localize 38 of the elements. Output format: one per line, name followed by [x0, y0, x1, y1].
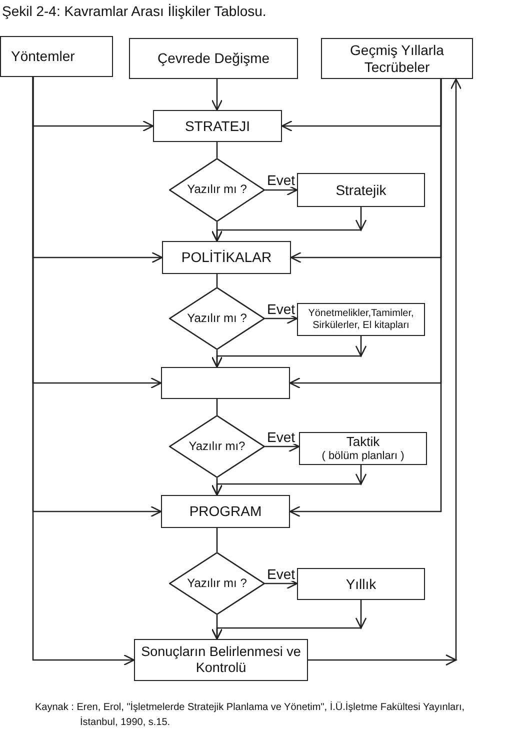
- process-box: [161, 367, 290, 399]
- edge-label: Evet: [266, 173, 296, 187]
- decision-diamond: [169, 287, 265, 350]
- process-box: [0, 36, 113, 77]
- process-box: [129, 38, 298, 79]
- edge-label: Evet: [266, 430, 296, 444]
- node-label: Yazılır mı?: [188, 440, 246, 454]
- process-box: [321, 38, 473, 79]
- process-box: [297, 568, 425, 600]
- node-label: Geçmiş Yıllarla Tecrübeler: [349, 42, 445, 75]
- decision-diamond: [169, 552, 265, 615]
- process-box: [299, 432, 427, 465]
- decision-diamond: [169, 415, 265, 478]
- node-label: Yıllık: [346, 576, 376, 592]
- node-label: Stratejik: [336, 182, 386, 198]
- source-caption: Kaynak : Eren, Erol, "İşletmelerde Stratejik Planlama ve Yönetim", İ.Ü.İşletme Fakültesi Yayınları, İstanbul, 1990, s.15.: [35, 700, 466, 730]
- process-box: [153, 110, 282, 142]
- node-label: Yazılır mı ?: [187, 312, 247, 326]
- node-note: ( bölüm planları ): [322, 450, 404, 462]
- process-box: [297, 173, 425, 207]
- node-label: Çevrede Değişme: [156, 50, 271, 67]
- node-label: PROGRAM: [189, 503, 262, 520]
- node-label: POLİTİKALAR: [181, 249, 272, 266]
- node-label: Taktik: [346, 434, 380, 450]
- process-box: [134, 639, 308, 681]
- node-label: Yazılır mı ?: [187, 576, 247, 590]
- edge-label: Evet: [266, 566, 296, 580]
- node-label: Yazılır mı ?: [187, 183, 247, 197]
- node-label: Sonuçların Belirlenmesi ve Kontrolü: [140, 644, 302, 676]
- process-box: [161, 495, 290, 528]
- node-label: Yöntemler: [11, 48, 75, 65]
- node-label: STRATEJI: [184, 118, 250, 134]
- process-box: [162, 241, 291, 274]
- node-label: Yönetmelikler,Tamimler, Sirkülerler, El kitapları: [307, 308, 415, 331]
- edge-label: Evet: [266, 302, 296, 316]
- figure-title: Şekil 2-4: Kavramlar Arası İlişkiler Tablosu.: [2, 3, 266, 19]
- decision-diamond: [169, 158, 265, 222]
- process-box: [297, 303, 425, 336]
